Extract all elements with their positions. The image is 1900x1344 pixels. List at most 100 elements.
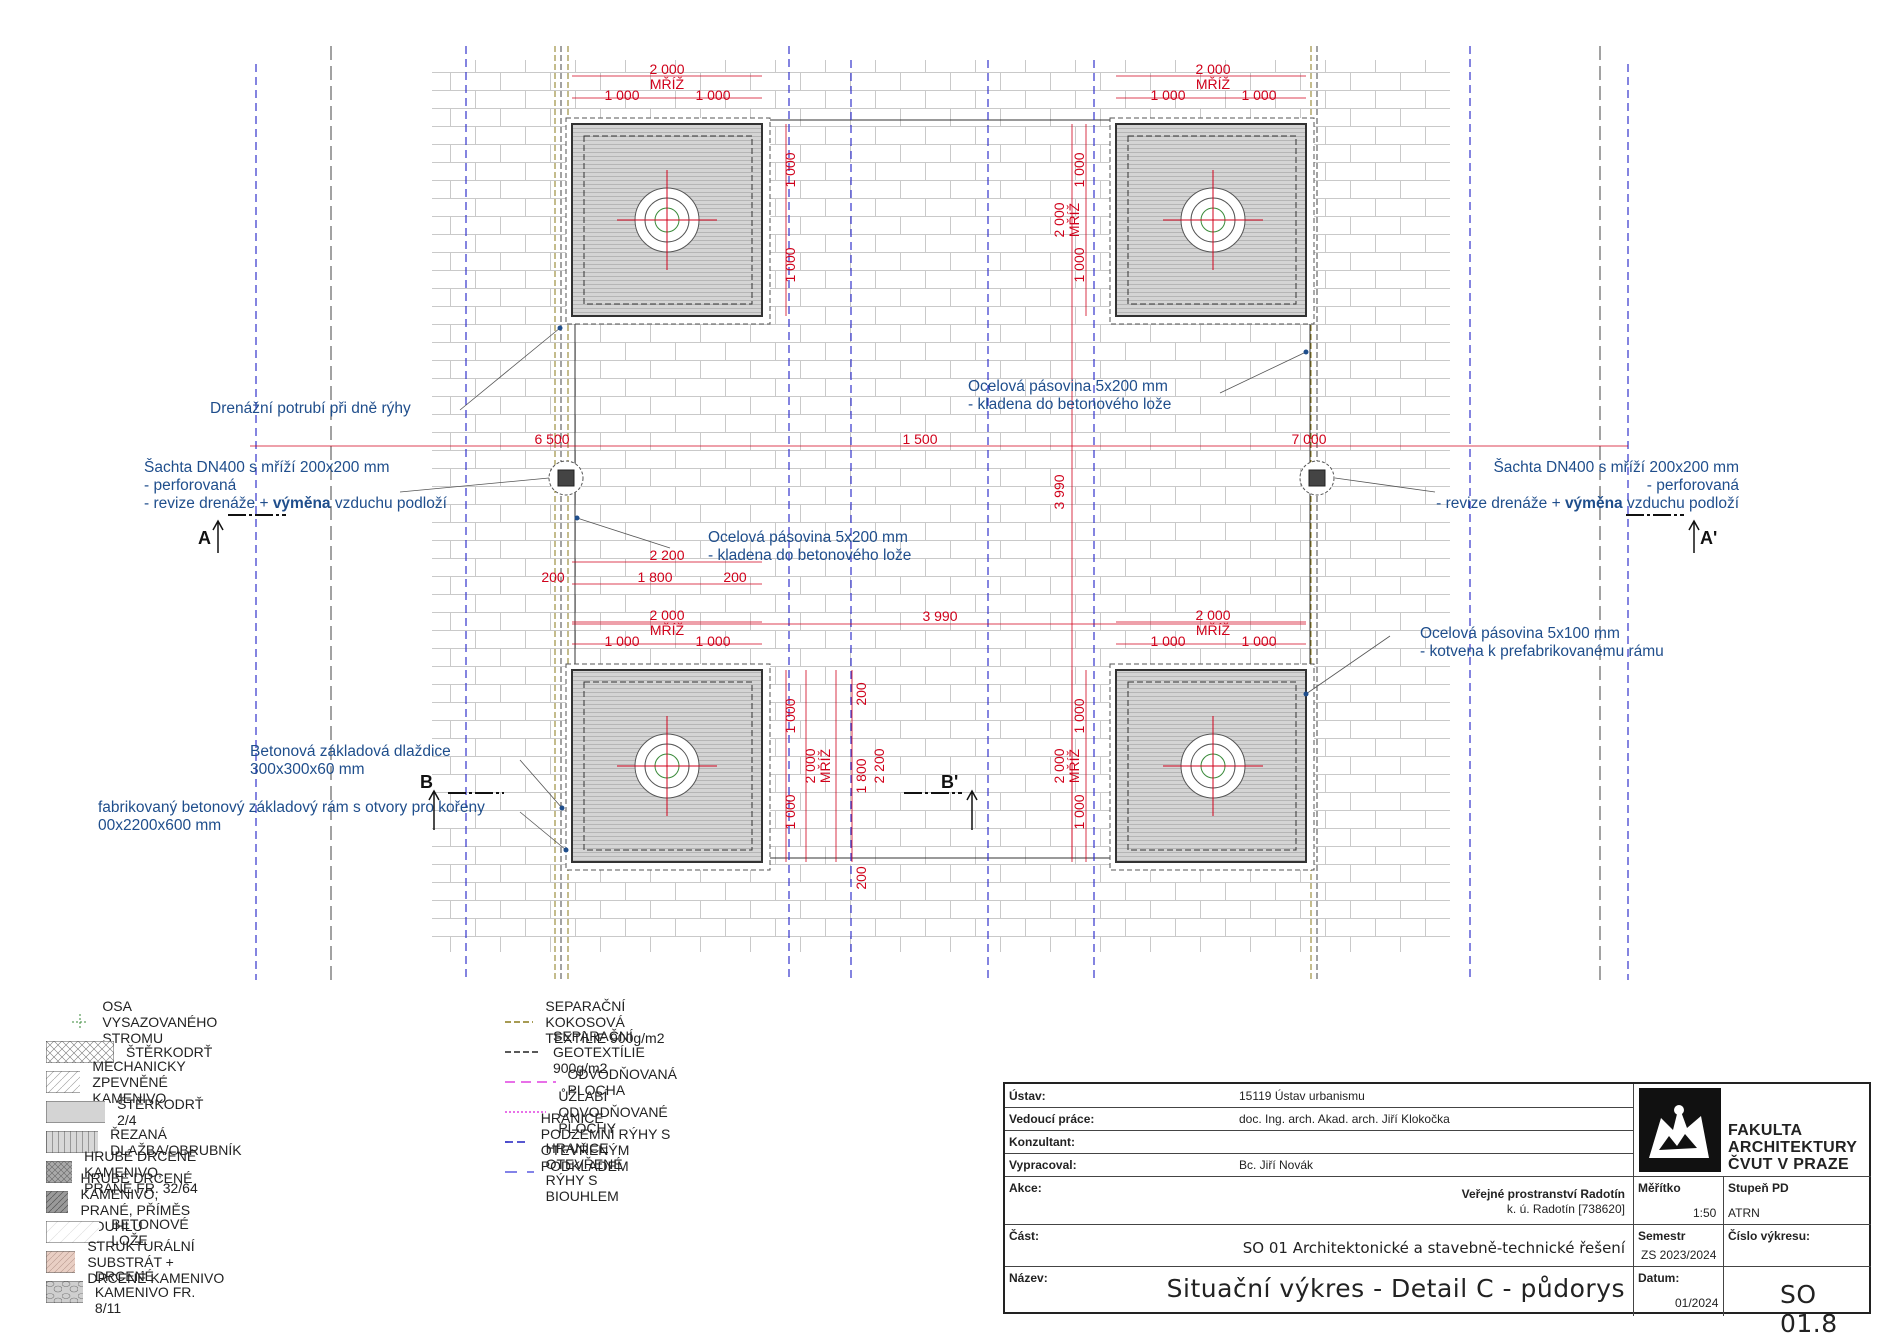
dim-frame-mid: 1 800 xyxy=(637,569,672,585)
diag-light-swatch xyxy=(46,1071,81,1093)
dim-half: 1 000 xyxy=(1071,698,1087,733)
note-steel-strip-100-1: Ocelová pásovina 5x100 mm xyxy=(1420,625,1620,642)
dim-half: 1 000 xyxy=(695,87,730,103)
legend-item: BETONOVÉ LOŽE xyxy=(46,1216,204,1248)
note-shaft-right-1: Šachta DN400 s mříží 200x200 mm xyxy=(1493,459,1739,476)
dim-half: 1 000 xyxy=(782,794,798,829)
open-trench-line xyxy=(505,1171,534,1173)
drained-area-line xyxy=(505,1081,556,1083)
white-diag-swatch xyxy=(46,1221,100,1243)
grey-swatch xyxy=(46,1101,106,1123)
legend-line-item: HRANICE PODZEMNÍ RÝHY S OTEVŘENÝM PODKLA… xyxy=(505,1110,674,1174)
legend-item: ŠTĚRKODRŤ xyxy=(46,1040,212,1064)
dim-half: 1 000 xyxy=(1241,633,1276,649)
dim-grate-label: MŘÍŽ xyxy=(650,622,685,638)
legend-item: STRUKTURÁLNÍ SUBSTRÁT + DRCENÉ KAMENIVO xyxy=(46,1238,233,1286)
tb-semestr: ZS 2023/2024 xyxy=(1641,1248,1717,1262)
title-block: Ústav: 15119 Ústav urbanismu Vedoucí prá… xyxy=(1003,1082,1871,1338)
dark-cross-swatch xyxy=(46,1161,73,1183)
note-steel-strip-100-2: - kotvena k prefabrikovanému rámu xyxy=(1420,643,1664,660)
note-steel-strip-mid-2: - kladena do betonového lože xyxy=(708,547,911,564)
dimension-labels: 2 000 MŘÍŽ 1 000 1 000 2 000 MŘÍŽ 1 000 … xyxy=(534,61,1326,890)
pink-swatch xyxy=(46,1251,76,1273)
legend-line-item: ŮŽLABÍ ODVODŇOVANÉ PLOCHY xyxy=(505,1088,694,1136)
crosshatch-swatch xyxy=(46,1041,114,1063)
tree-pit-top-right xyxy=(1109,117,1315,325)
tb-nazev: Situační výkres - Detail C - půdorys xyxy=(1166,1274,1625,1303)
dim-frame-side: 200 xyxy=(853,866,869,890)
tb-meritko: 1:50 xyxy=(1693,1206,1717,1220)
dim-grate-total: 2 000 xyxy=(1051,202,1067,237)
dim-grate-label: MŘÍŽ xyxy=(1196,622,1231,638)
dim-grate-total: 2 000 xyxy=(1195,607,1230,623)
dim-half: 1 000 xyxy=(1071,794,1087,829)
legend-line-item: SEPARAČNÍ GEOTEXTÍLIE 900g/m2 xyxy=(505,1028,677,1076)
note-steel-strip-top-1: Ocelová pásovina 5x200 mm xyxy=(968,378,1168,395)
dim-half: 1 000 xyxy=(604,87,639,103)
tb-konzultant-label: Konzultant: xyxy=(1009,1135,1075,1149)
vlines-swatch xyxy=(46,1131,99,1153)
tb-datum: 01/2024 xyxy=(1675,1296,1719,1310)
tb-cast: SO 01 Architektonické a stavebně-technic… xyxy=(1242,1239,1625,1257)
section-a-prime: A' xyxy=(1700,528,1717,548)
legend-item: OSA VYSAZOVANÉHO STROMU xyxy=(46,998,241,1046)
legend-item: DRCENÉ KAMENIVO FR. 8/11 xyxy=(46,1268,200,1316)
note-frame-2: 00x2200x600 mm xyxy=(98,817,221,834)
tb-cast-label: Část: xyxy=(1009,1229,1040,1243)
dim-frame-side: 200 xyxy=(853,682,869,706)
legend-item: HRUBÉ DRCENÉ KAMENIVO, PRANÉ FR. 32/64 xyxy=(46,1148,204,1196)
note-tile-2: 300x300x60 mm xyxy=(250,761,365,778)
dim-horiz-span: 3 990 xyxy=(922,608,957,624)
section-b: B xyxy=(420,772,433,792)
dim-grate-total: 2 000 xyxy=(649,61,684,77)
dim-half: 1 000 xyxy=(782,152,798,187)
annotations: Drenážní potrubí při dně rýhy Ocelová pá… xyxy=(98,378,1740,834)
dim-half: 1 000 xyxy=(604,633,639,649)
dim-grate-total: 2 000 xyxy=(802,748,818,783)
note-shaft-left-3: - revize drenáže + výměna vzduchu podlož… xyxy=(144,495,448,512)
note-steel-strip-mid-1: Ocelová pásovina 5x200 mm xyxy=(708,529,908,546)
note-tile-1: Betonová základová dlaždice xyxy=(250,743,451,760)
note-shaft-left-1: Šachta DN400 s mříží 200x200 mm xyxy=(144,459,390,476)
tb-nazev-label: Název: xyxy=(1009,1271,1048,1285)
cvut-lion-logo xyxy=(1639,1088,1721,1172)
dim-grate-label: MŘÍŽ xyxy=(817,748,833,783)
note-shaft-right-2: - perforovaná xyxy=(1647,477,1740,494)
legend-line-item: HRANICE OTEVŘENÉ RÝHY S BIOUHLEM xyxy=(505,1140,662,1204)
tb-akce-label: Akce: xyxy=(1009,1181,1042,1195)
tree-axis-icon xyxy=(72,1014,88,1030)
dim-half: 1 000 xyxy=(1241,87,1276,103)
section-markers: A A' B B' xyxy=(198,514,1717,830)
dim-grate-label: MŘÍŽ xyxy=(1066,748,1082,783)
dim-frame-inner: 2 200 xyxy=(649,547,684,563)
dim-total-left: 6 500 xyxy=(534,431,569,447)
tb-vedouci-label: Vedoucí práce: xyxy=(1009,1112,1095,1126)
dim-half: 1 000 xyxy=(1071,247,1087,282)
dim-grate-label: MŘÍŽ xyxy=(1066,202,1082,237)
underground-trench-line xyxy=(505,1141,529,1143)
note-shaft-left-2: - perforovaná xyxy=(144,477,237,494)
dim-grate-label: MŘÍŽ xyxy=(1196,76,1231,92)
note-steel-strip-top-2: - kladena do betonového lože xyxy=(968,396,1171,413)
tb-meritko-label: Měřítko xyxy=(1638,1181,1681,1195)
note-frame-1: fabrikovaný betonový základový rám s otv… xyxy=(98,799,485,816)
tree-pit-top-left xyxy=(565,117,771,325)
tb-ustav-label: Ústav: xyxy=(1009,1089,1046,1103)
tb-akce-2: k. ú. Radotín [738620] xyxy=(1506,1202,1625,1216)
legend-item: ŠTĚRKODRŤ 2/4 xyxy=(46,1096,212,1128)
shaft-right xyxy=(1299,460,1335,496)
dim-half: 1 000 xyxy=(1150,633,1185,649)
dim-half: 1 000 xyxy=(782,247,798,282)
dim-grate-label: MŘÍŽ xyxy=(650,76,685,92)
tb-vypracoval: Bc. Jiří Novák xyxy=(1239,1158,1314,1172)
tb-vypracoval-label: Vypracoval: xyxy=(1009,1158,1077,1172)
note-shaft-right-3: - revize drenáže + výměna vzduchu podlož… xyxy=(1436,495,1740,512)
dim-half: 1 000 xyxy=(782,698,798,733)
tb-stupen: ATRN xyxy=(1728,1206,1760,1220)
tb-semestr-label: Semestr xyxy=(1638,1229,1686,1243)
tb-cislo: SO 01.8 xyxy=(1780,1280,1838,1338)
dark-diag-swatch xyxy=(46,1191,69,1213)
legend-item: ŘEZANÁ DLAŽBA/OBRUBNÍK xyxy=(46,1126,257,1158)
tb-cislo-label: Číslo výkresu: xyxy=(1728,1229,1811,1243)
tb-ustav: 15119 Ústav urbanismu xyxy=(1239,1089,1365,1103)
